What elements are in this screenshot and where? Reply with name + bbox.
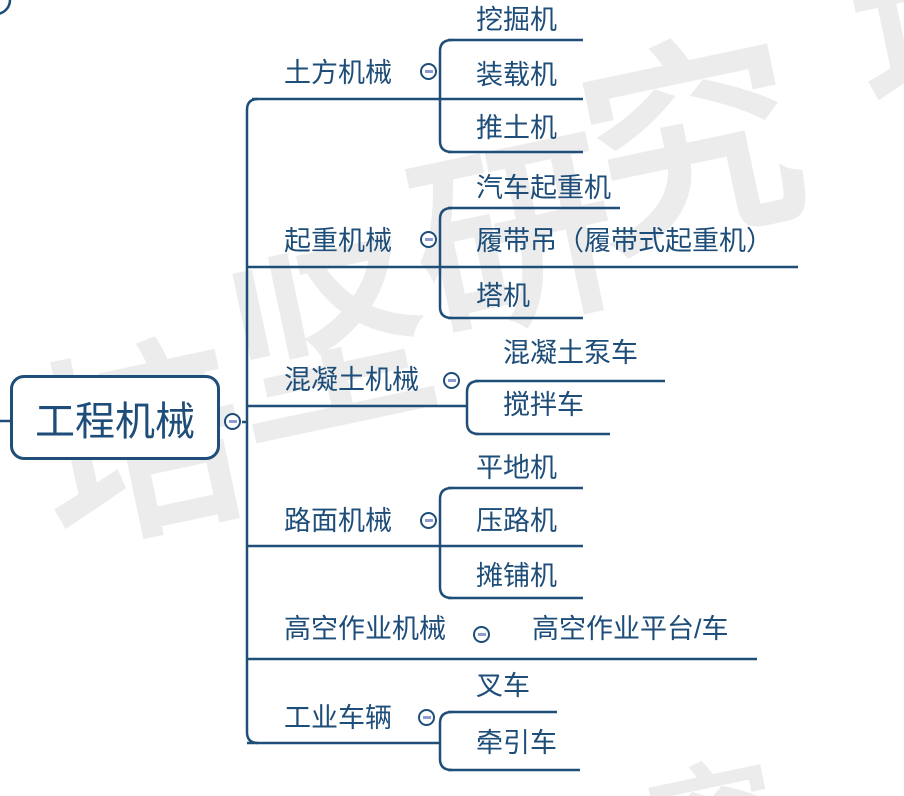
collapse-button-aerial[interactable]	[473, 626, 490, 643]
connector-group1-spine	[438, 38, 453, 154]
minus-icon	[447, 379, 456, 382]
topic-aerial-platform[interactable]: 高空作业平台/车	[532, 614, 729, 644]
connector-main-spine	[242, 97, 259, 745]
connector-group3-spine	[465, 379, 480, 436]
connector-group4-spine	[438, 486, 453, 600]
topic-tractor[interactable]: 牵引车	[476, 728, 557, 758]
topic-bulldozer[interactable]: 推土机	[476, 113, 557, 143]
branch-industrial[interactable]: 工业车辆	[284, 703, 392, 733]
topic-pump-truck[interactable]: 混凝土泵车	[503, 338, 638, 368]
minus-icon	[424, 70, 433, 73]
branch-concrete[interactable]: 混凝土机械	[284, 365, 419, 395]
topic-forklift[interactable]: 叉车	[476, 671, 530, 701]
connector-group2-spine	[438, 206, 453, 320]
branch-earthmoving[interactable]: 土方机械	[284, 58, 392, 88]
minus-icon	[228, 420, 237, 423]
minus-icon	[424, 519, 433, 522]
topic-grader[interactable]: 平地机	[476, 453, 557, 483]
branch-road[interactable]: 路面机械	[284, 506, 392, 536]
collapse-button-industrial[interactable]	[418, 709, 435, 726]
topic-roller[interactable]: 压路机	[476, 506, 557, 536]
connector-group6-spine	[438, 710, 453, 772]
root-topic-label: 工程机械	[35, 399, 195, 444]
root-topic[interactable]: 工程机械	[10, 375, 220, 460]
topic-tower-crane[interactable]: 塔机	[476, 281, 530, 311]
corner-arc	[0, 0, 12, 15]
topic-truck-crane[interactable]: 汽车起重机	[476, 173, 611, 203]
branch-aerial[interactable]: 高空作业机械	[284, 614, 446, 644]
collapse-button-road[interactable]	[420, 512, 437, 529]
minus-icon	[424, 238, 433, 241]
topic-excavator[interactable]: 挖掘机	[476, 5, 557, 35]
topic-paver[interactable]: 摊铺机	[476, 561, 557, 591]
collapse-button-earthmoving[interactable]	[420, 63, 437, 80]
collapse-button-root[interactable]	[224, 413, 241, 430]
branch-lifting[interactable]: 起重机械	[284, 226, 392, 256]
collapse-button-lifting[interactable]	[420, 231, 437, 248]
topic-loader[interactable]: 装载机	[476, 60, 557, 90]
minus-icon	[422, 716, 431, 719]
topic-crawler-crane[interactable]: 履带吊（履带式起重机）	[476, 226, 773, 256]
minus-icon	[477, 633, 486, 636]
topic-mixer-truck[interactable]: 搅拌车	[503, 390, 584, 420]
collapse-button-concrete[interactable]	[443, 372, 460, 389]
